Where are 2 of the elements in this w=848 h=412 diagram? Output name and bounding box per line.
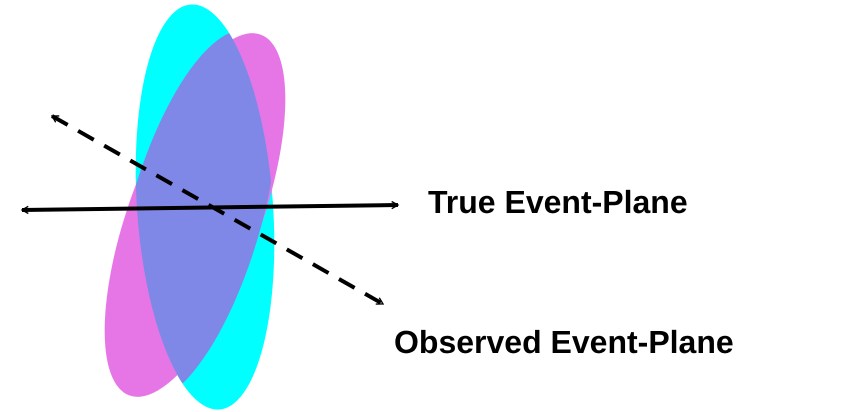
plane-label: Observed Event-Plane [394,323,734,362]
plane-label: True Event-Plane [428,183,688,222]
